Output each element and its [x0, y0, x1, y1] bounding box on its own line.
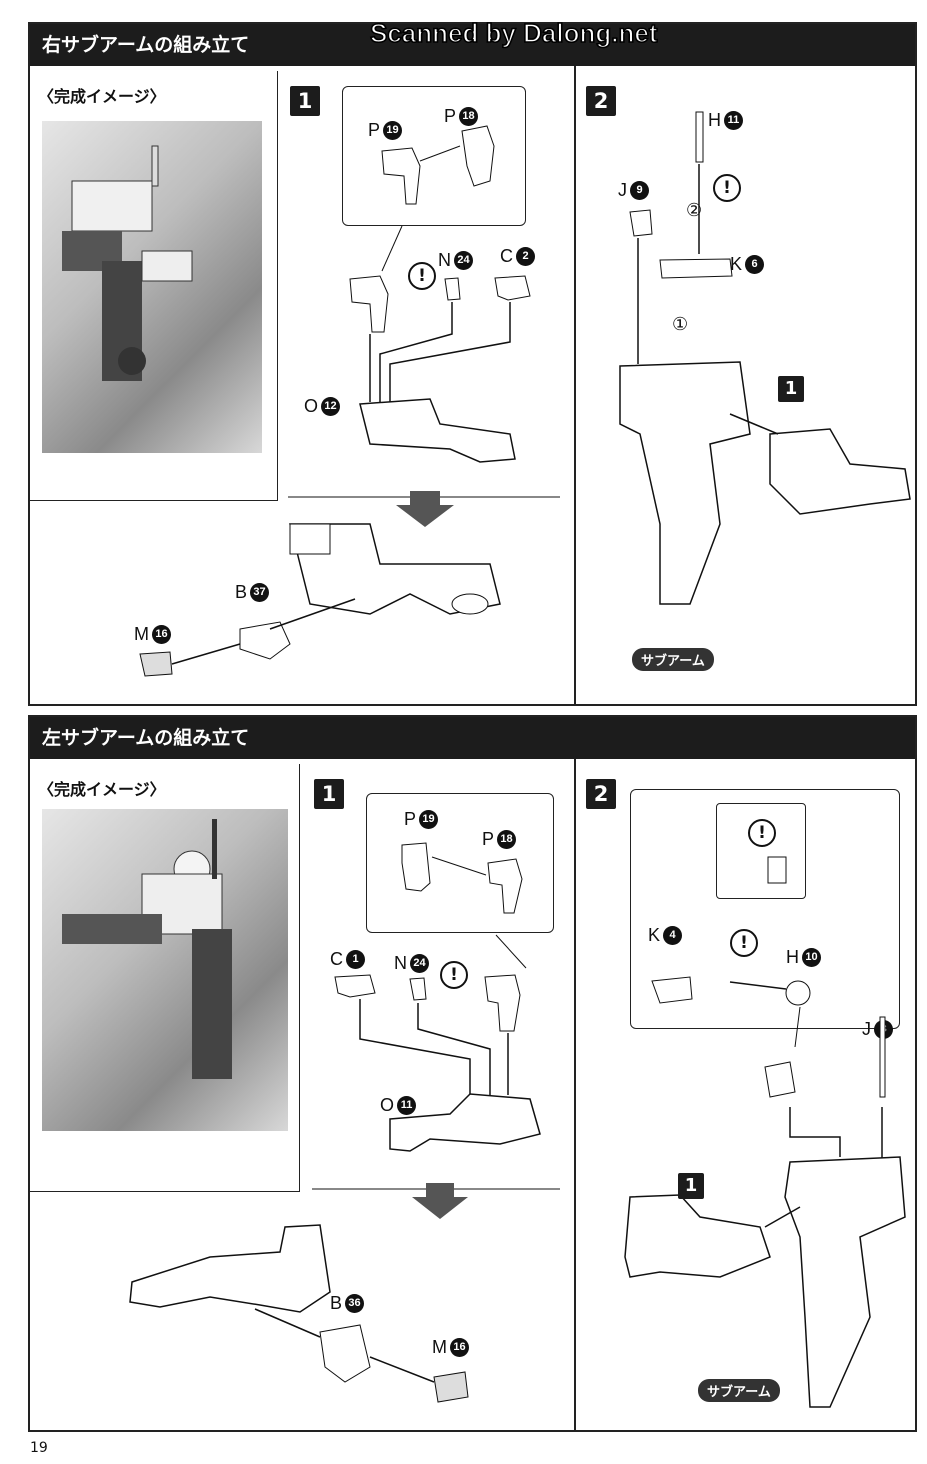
completed-image-photo: [42, 121, 262, 453]
part-k6-label: K 6: [730, 254, 765, 275]
part-o12-label: O 12: [304, 396, 341, 417]
order-1-marker: ①: [672, 314, 689, 335]
step2-assembly-diagram: [624, 856, 906, 1408]
part-p19-label: P 19: [404, 809, 439, 830]
step1-assembly-diagram: [349, 275, 531, 463]
step1-parts-diagram: [401, 842, 527, 969]
column-divider: [574, 759, 576, 1432]
part-c2-label: C 2: [500, 246, 535, 267]
part-p19-label: P 19: [368, 120, 403, 141]
part-c1-label: C 1: [330, 949, 365, 970]
part-b37-label: B 37: [235, 582, 270, 603]
step1-result-diagram: [129, 1224, 469, 1403]
part-p18-label: P 18: [482, 829, 517, 850]
result-label: サブアーム: [632, 648, 714, 671]
robot-arm-illustration: [62, 145, 193, 381]
detail-callout-panel: [366, 793, 554, 933]
step1-parts-diagram: [381, 125, 495, 272]
robot-arm-illustration: [62, 819, 232, 1079]
ref-step-1-badge: 1: [678, 1173, 704, 1199]
completed-image-label: 〈完成イメージ〉: [38, 780, 166, 799]
step1-result-diagram: [139, 523, 501, 677]
completed-image-photo: [42, 809, 288, 1131]
part-m16-label: M 16: [432, 1337, 469, 1358]
result-label: サブアーム: [698, 1379, 780, 1402]
down-arrow-icon: [288, 491, 560, 527]
part-p18-label: P 18: [444, 106, 479, 127]
part-m16-label: M 16: [134, 624, 171, 645]
down-arrow-icon: [312, 1183, 560, 1219]
step-2-badge: 2: [586, 86, 616, 116]
part-h11-label: H 11: [708, 110, 743, 131]
page-number: 19: [30, 1440, 48, 1456]
exclamation-warning-icon: !: [713, 174, 741, 202]
part-o11-label: O 11: [380, 1095, 417, 1116]
ref-step-1-badge: 1: [778, 376, 804, 402]
part-k4-label: K 4: [648, 925, 683, 946]
part-n24-label: N 24: [394, 953, 429, 974]
exclamation-warning-icon: !: [730, 929, 758, 957]
completed-image-panel: 〈完成イメージ〉: [30, 71, 278, 501]
section-title: 左サブアームの組み立て: [30, 717, 915, 759]
section-title: 右サブアームの組み立て: [30, 24, 915, 66]
step2-assembly-diagram: [619, 111, 911, 605]
exclamation-warning-icon: !: [748, 819, 776, 847]
order-2-marker: ②: [686, 200, 703, 221]
right-subarm-section: 右サブアームの組み立て 〈完成イメージ〉 B 37 M 16: [28, 22, 917, 706]
exclamation-warning-icon: !: [408, 262, 436, 290]
part-j9-label: J 9: [618, 180, 649, 201]
step1-assembly-diagram: [334, 974, 541, 1152]
completed-image-label: 〈完成イメージ〉: [38, 87, 166, 106]
step-1-badge: 1: [290, 86, 320, 116]
exclamation-warning-icon: !: [440, 961, 468, 989]
completed-image-panel: 〈完成イメージ〉: [30, 764, 300, 1192]
column-divider: [574, 66, 576, 706]
step-2-badge: 2: [586, 779, 616, 809]
part-h10-label: H 10: [786, 947, 821, 968]
left-subarm-section: 左サブアームの組み立て 〈完成イメージ〉 1 P 19 P 18 C 1: [28, 715, 917, 1432]
watermark: Scanned by Dalong.net: [369, 17, 658, 49]
part-n24-label: N 24: [438, 250, 473, 271]
step-1-badge: 1: [314, 779, 344, 809]
part-b36-label: B 36: [330, 1293, 365, 1314]
